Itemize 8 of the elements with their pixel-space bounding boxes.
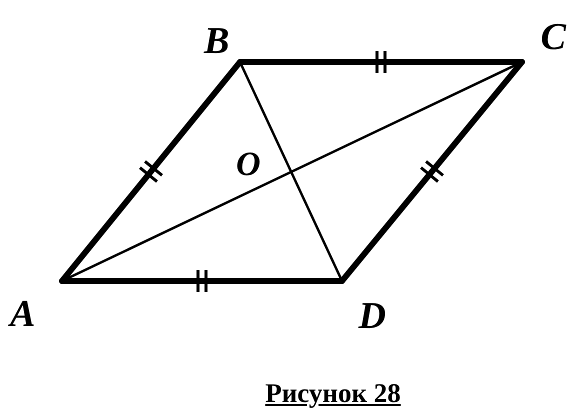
rhombus-side	[59, 278, 345, 284]
vertex-label: B	[204, 22, 240, 62]
vertex-label: C	[522, 18, 566, 62]
figure-caption: Рисунок 28	[265, 378, 401, 408]
rhombus-side	[339, 59, 525, 284]
vertex-label: D	[342, 281, 386, 335]
point-label: O	[236, 148, 261, 182]
vertex-label: A	[10, 281, 62, 333]
